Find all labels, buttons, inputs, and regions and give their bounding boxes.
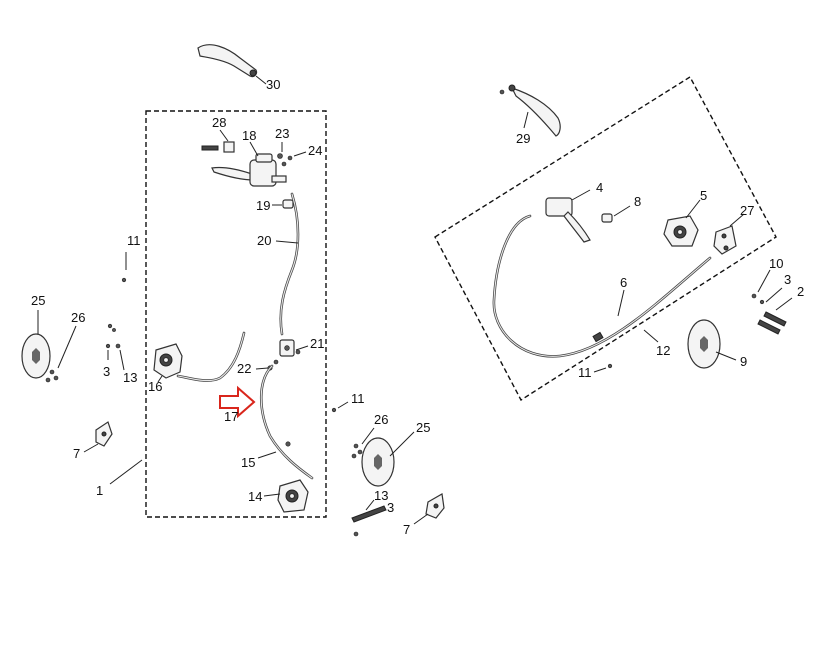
highlight-arrow-icon: [219, 385, 256, 419]
bolt-23[interactable]: [277, 153, 287, 167]
callout-27: 27: [740, 203, 754, 218]
callout-16: 16: [148, 379, 162, 394]
callout-11: 11: [351, 391, 365, 406]
callout-23: 23: [275, 126, 289, 141]
callout-labels: 1 2 3 3 3 4 5 6 7 7 8 9 10 11 11 11 12 1…: [31, 77, 804, 537]
callout-3: 3: [387, 500, 394, 515]
callout-15: 15: [241, 455, 255, 470]
disc-bolts-26-right[interactable]: [351, 443, 363, 459]
screw-3-right[interactable]: [759, 299, 765, 305]
callout-20: 20: [257, 233, 271, 248]
callout-26: 26: [71, 310, 85, 325]
callout-12: 12: [656, 343, 670, 358]
brake-hose-15[interactable]: [259, 364, 314, 480]
brake-caliper-16[interactable]: [153, 343, 183, 379]
callout-13: 13: [374, 488, 388, 503]
brake-hose-6[interactable]: [492, 214, 712, 358]
callout-2: 2: [797, 284, 804, 299]
callout-25: 25: [31, 293, 45, 308]
bolt-11-left[interactable]: [121, 252, 127, 283]
caliper-bracket-27[interactable]: [713, 225, 737, 255]
screw-24[interactable]: [287, 155, 293, 161]
callout-26: 26: [374, 412, 388, 427]
master-cylinder-18[interactable]: [211, 153, 287, 187]
callout-1: 1: [96, 483, 103, 498]
disc-bolts-26-left[interactable]: [45, 369, 59, 383]
callout-10: 10: [769, 256, 783, 271]
three-way-joint-21[interactable]: [279, 339, 301, 357]
bolt-11-middle[interactable]: [331, 407, 337, 413]
brake-hose-20[interactable]: [279, 192, 300, 336]
bolt-10[interactable]: [751, 293, 757, 299]
banjo-bolt-28[interactable]: [201, 141, 235, 153]
brake-disc-9[interactable]: [687, 319, 721, 369]
callout-11: 11: [578, 365, 592, 380]
callout-11: 11: [127, 233, 141, 248]
callout-14: 14: [248, 489, 262, 504]
bracket-7-left[interactable]: [95, 421, 113, 447]
callout-7: 7: [73, 446, 80, 461]
brake-hose-17[interactable]: [176, 331, 246, 382]
callout-22: 22: [237, 361, 251, 376]
callout-24: 24: [308, 143, 322, 158]
callout-8: 8: [634, 194, 641, 209]
master-cylinder-4[interactable]: [545, 197, 591, 243]
callout-29: 29: [516, 131, 530, 146]
bolt-13-left[interactable]: [115, 343, 121, 349]
screw-3-left[interactable]: [105, 323, 116, 349]
bolt-13-middle[interactable]: [351, 505, 387, 537]
callout-17: 17: [224, 409, 238, 424]
callout-30: 30: [266, 77, 280, 92]
hose-clamp-8[interactable]: [601, 213, 613, 223]
brake-disc-25-left[interactable]: [21, 333, 51, 379]
hose-clamp-19[interactable]: [282, 199, 294, 209]
brake-caliper-14[interactable]: [277, 479, 309, 513]
callout-28: 28: [212, 115, 226, 130]
bracket-7-middle[interactable]: [425, 493, 445, 519]
rear-brake-assembly-box: [434, 76, 777, 401]
callout-4: 4: [596, 180, 603, 195]
bolt-11-right[interactable]: [607, 363, 613, 369]
brake-lever-29[interactable]: [499, 84, 561, 137]
callout-5: 5: [700, 188, 707, 203]
callout-6: 6: [620, 275, 627, 290]
callout-7: 7: [403, 522, 410, 537]
callout-19: 19: [256, 198, 270, 213]
shaft-2[interactable]: [757, 311, 787, 335]
callout-3: 3: [103, 364, 110, 379]
brake-disc-25-right[interactable]: [361, 437, 395, 487]
brake-lever-30[interactable]: [197, 44, 258, 78]
brake-caliper-5[interactable]: [663, 215, 699, 247]
callout-21: 21: [310, 336, 324, 351]
callout-13: 13: [123, 370, 137, 385]
callout-18: 18: [242, 128, 256, 143]
callout-25: 25: [416, 420, 430, 435]
front-brake-assembly-box: [145, 110, 327, 518]
callout-9: 9: [740, 354, 747, 369]
callout-3: 3: [784, 272, 791, 287]
